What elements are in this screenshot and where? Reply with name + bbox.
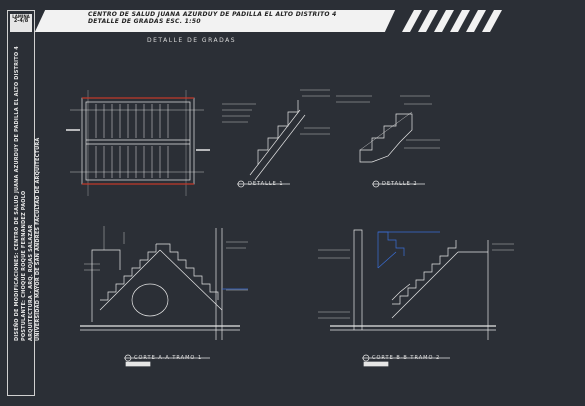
sheet-number-box: LAMINA 2-4/8 — [10, 14, 32, 32]
section-2-drawing — [318, 229, 514, 367]
project-title: CENTRO DE SALUD JUANA AZURDUY DE PADILLA… — [88, 11, 337, 25]
stair-plan — [66, 90, 210, 196]
section-1-drawing — [80, 226, 248, 367]
title-line-2: DETALLE DE GRADAS ESC. 1:50 — [88, 18, 201, 25]
header-stripes — [402, 10, 502, 32]
caption-section-1: CORTE A-A TRAMO 1 — [134, 355, 203, 361]
lamina-label: LAMINA — [12, 14, 30, 19]
section-2-blue-stairs — [377, 231, 440, 269]
caption-detail-2: DETALLE 2 — [382, 181, 418, 187]
lamina-number: 2-4/8 — [13, 18, 29, 24]
drawing-subtitle: DETALLE DE GRADAS — [147, 37, 237, 44]
title-block-sidebar: LAMINA 2-4/8 DISEÑO DE MODIFICACIONES: C… — [7, 10, 41, 396]
plan-red-edges — [82, 97, 194, 185]
detail-1-drawing — [222, 89, 330, 188]
caption-section-2: CORTE B-B TRAMO 2 — [372, 355, 441, 361]
caption-detail-1: DETALLE 1 — [248, 181, 284, 187]
title-line-1: CENTRO DE SALUD JUANA AZURDUY DE PADILLA… — [88, 11, 337, 18]
detail-2-drawing — [336, 95, 440, 188]
